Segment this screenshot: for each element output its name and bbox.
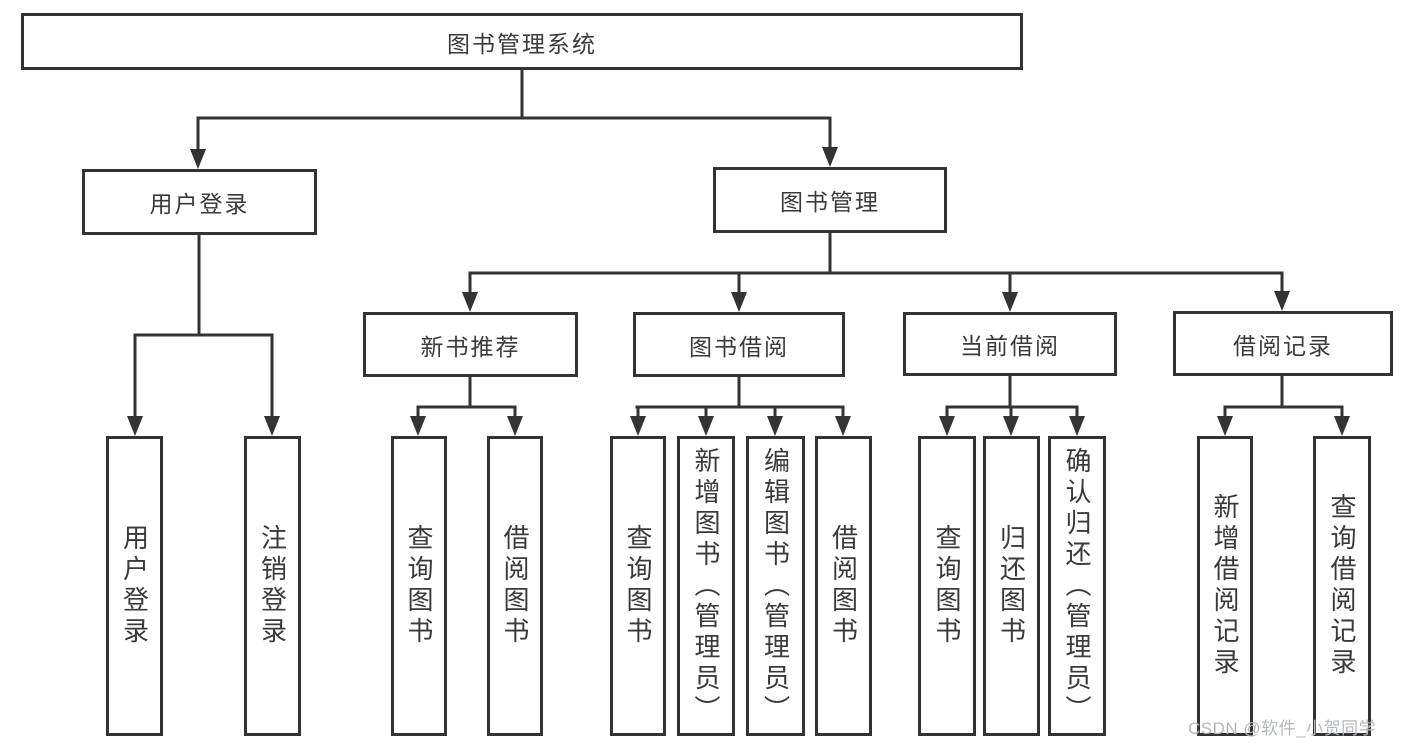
- node-cb-query-book: 查询图书: [918, 436, 976, 736]
- node-borrow-records-label: 借阅记录: [1233, 332, 1333, 359]
- edge-user-login-to-leaves: [127, 234, 280, 436]
- node-root-label: 图书管理系统: [447, 30, 597, 57]
- node-nb-query-book-label: 查询图书: [404, 524, 434, 648]
- node-bb-add-book-label: 新增图书（管理员）: [691, 446, 721, 726]
- node-br-query-record: 查询借阅记录: [1313, 436, 1371, 736]
- node-cb-confirm-return-label: 确认归还（管理员）: [1062, 446, 1092, 726]
- node-nb-borrow-book-label: 借阅图书: [500, 524, 530, 648]
- node-br-query-record-label: 查询借阅记录: [1327, 493, 1357, 679]
- node-bb-query-book-label: 查询图书: [623, 524, 653, 648]
- node-current-borrow: 当前借阅: [903, 312, 1117, 376]
- node-bb-query-book: 查询图书: [610, 436, 666, 736]
- node-cb-query-book-label: 查询图书: [932, 524, 962, 648]
- node-bb-borrow-book: 借阅图书: [815, 436, 872, 736]
- node-borrow-records: 借阅记录: [1173, 311, 1393, 376]
- node-leaf-logout: 注销登录: [244, 436, 301, 736]
- node-leaf-user-login: 用户登录: [106, 436, 163, 736]
- node-leaf-user-login-label: 用户登录: [119, 524, 150, 648]
- node-br-add-record: 新增借阅记录: [1197, 436, 1253, 736]
- node-book-mgmt: 图书管理: [713, 167, 947, 233]
- edge-book-mgmt-to-level3: [462, 231, 1290, 312]
- node-current-borrow-label: 当前借阅: [960, 333, 1060, 359]
- node-leaf-logout-label: 注销登录: [257, 524, 288, 648]
- node-cb-confirm-return: 确认归还（管理员）: [1048, 436, 1106, 736]
- watermark: CSDN @软件_小贺同学: [1188, 719, 1377, 738]
- node-cb-return-book-label: 归还图书: [996, 524, 1027, 648]
- node-book-borrow: 图书借阅: [633, 312, 845, 377]
- node-bb-edit-book: 编辑图书（管理员）: [746, 436, 805, 736]
- node-bb-add-book: 新增图书（管理员）: [677, 436, 735, 736]
- node-bb-edit-book-label: 编辑图书（管理员）: [760, 446, 791, 726]
- node-br-add-record-label: 新增借阅记录: [1210, 493, 1240, 679]
- node-new-book-rec-label: 新书推荐: [420, 333, 521, 360]
- node-user-login: 用户登录: [82, 169, 317, 235]
- node-cb-return-book: 归还图书: [983, 436, 1040, 736]
- edge-borrow-records-to-leaves: [1217, 374, 1350, 436]
- node-book-mgmt-label: 图书管理: [780, 189, 880, 215]
- node-nb-query-book: 查询图书: [391, 436, 447, 736]
- node-new-book-rec: 新书推荐: [363, 312, 578, 377]
- node-nb-borrow-book: 借阅图书: [487, 436, 543, 736]
- edge-book-borrow-to-leaves: [630, 375, 851, 436]
- edge-new-book-rec-to-leaves: [410, 375, 523, 436]
- node-bb-borrow-book-label: 借阅图书: [828, 524, 859, 648]
- node-root: 图书管理系统: [21, 13, 1023, 70]
- edge-current-borrow-to-leaves: [939, 374, 1085, 436]
- edge-root-to-level2: [190, 69, 838, 169]
- node-user-login-label: 用户登录: [149, 191, 250, 217]
- node-book-borrow-label: 图书借阅: [689, 333, 789, 360]
